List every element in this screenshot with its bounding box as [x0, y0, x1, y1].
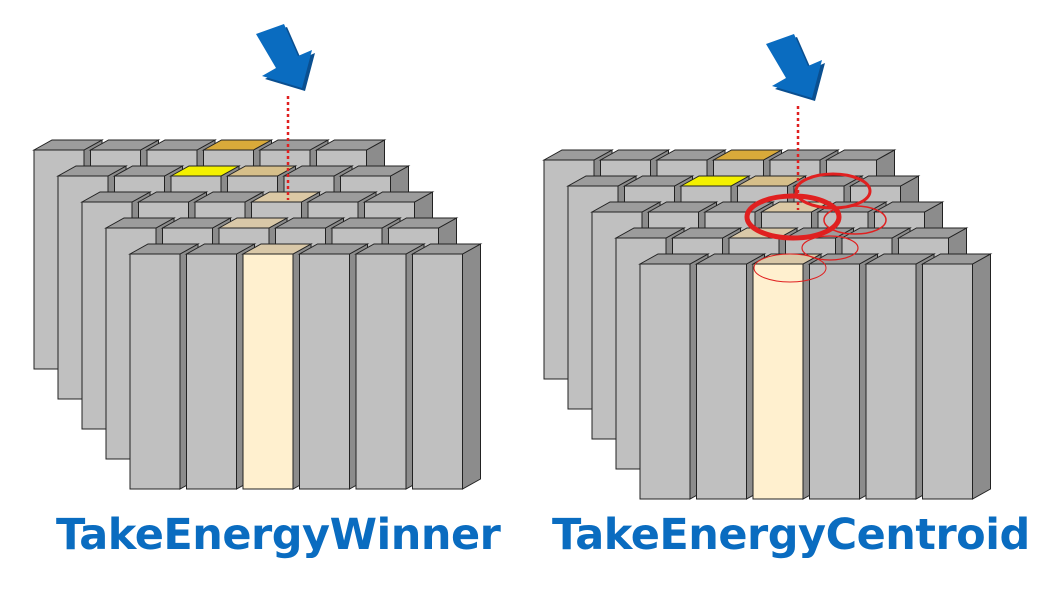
column-side-face [972, 253, 991, 500]
column-top-face [201, 139, 274, 151]
calorimeter-cell-0-0 [128, 243, 200, 490]
column-top-face [32, 139, 104, 151]
peak-ring [744, 193, 842, 241]
column-top-face [920, 253, 993, 265]
column-top-face [145, 139, 217, 151]
column-top-face [112, 165, 185, 177]
column-top-face [314, 139, 387, 151]
column-top-face [225, 165, 298, 177]
arrow-body [256, 24, 312, 88]
column-top-face [330, 217, 402, 229]
column-front-face [242, 253, 294, 490]
column-top-face [136, 191, 209, 203]
column-top-face [711, 149, 784, 161]
centroid-weight-rings [744, 172, 887, 283]
column-top-face [566, 175, 638, 187]
calorimeter-winner-figure [32, 24, 483, 490]
neighbor-ring [794, 172, 872, 210]
column-top-face [735, 175, 808, 187]
caption-take-energy-centroid: TakeEnergyCentroid [552, 510, 1030, 560]
column-top-face [80, 191, 152, 203]
column-top-face [282, 165, 354, 177]
column-top-face [241, 243, 313, 255]
column-top-face [622, 175, 695, 187]
calorimeter-cell-0-5 [920, 253, 993, 500]
column-front-face [809, 263, 860, 500]
column-top-face [614, 227, 686, 239]
column-top-face [638, 253, 710, 265]
column-top-face [184, 243, 257, 255]
column-top-face [169, 165, 241, 177]
column-top-face [840, 227, 912, 239]
arrow-body [766, 34, 822, 98]
neighbor-ring [753, 253, 827, 283]
column-top-face [694, 253, 767, 265]
column-top-face [362, 191, 435, 203]
column-top-face [410, 243, 483, 255]
column-top-face [896, 227, 969, 239]
column-top-face [386, 217, 459, 229]
column-front-face [412, 253, 463, 490]
column-top-face [297, 243, 370, 255]
column-top-face [306, 191, 378, 203]
column-top-face [128, 243, 200, 255]
column-front-face [639, 263, 691, 500]
down-right-arrow-icon [766, 34, 825, 101]
column-front-face [865, 263, 917, 500]
column-front-face [922, 263, 973, 500]
column-top-face [679, 175, 751, 187]
column-top-face [104, 217, 176, 229]
column-front-face [696, 263, 747, 500]
down-right-arrow-icon [256, 24, 315, 91]
column-top-face [598, 149, 671, 161]
column-front-face [129, 253, 181, 490]
column-front-face [752, 263, 804, 500]
column-top-face [249, 191, 322, 203]
neighbor-ring [823, 205, 887, 235]
column-top-face [217, 217, 289, 229]
column-top-face [824, 149, 897, 161]
column-top-face [768, 149, 840, 161]
column-top-face [670, 227, 743, 239]
column-top-face [646, 201, 719, 213]
column-front-face [299, 253, 350, 490]
column-top-face [354, 243, 426, 255]
column-top-face [864, 253, 936, 265]
caption-take-energy-winner: TakeEnergyWinner [56, 510, 501, 560]
column-top-face [56, 165, 128, 177]
column-top-face [193, 191, 265, 203]
column-top-face [542, 149, 614, 161]
column-front-face [186, 253, 237, 490]
column-top-face [160, 217, 233, 229]
column-top-face [338, 165, 411, 177]
column-top-face [258, 139, 330, 151]
calorimeter-centroid-figure [542, 34, 993, 500]
calorimeter-cell-0-2 [751, 253, 823, 500]
column-side-face [462, 243, 481, 490]
column-top-face [655, 149, 727, 161]
calorimeter-cell-0-5 [410, 243, 483, 490]
column-front-face [355, 253, 407, 490]
neighbor-ring [801, 235, 859, 261]
column-top-face [590, 201, 662, 213]
column-top-face [88, 139, 161, 151]
column-top-face [273, 217, 346, 229]
column-top-face [872, 201, 945, 213]
